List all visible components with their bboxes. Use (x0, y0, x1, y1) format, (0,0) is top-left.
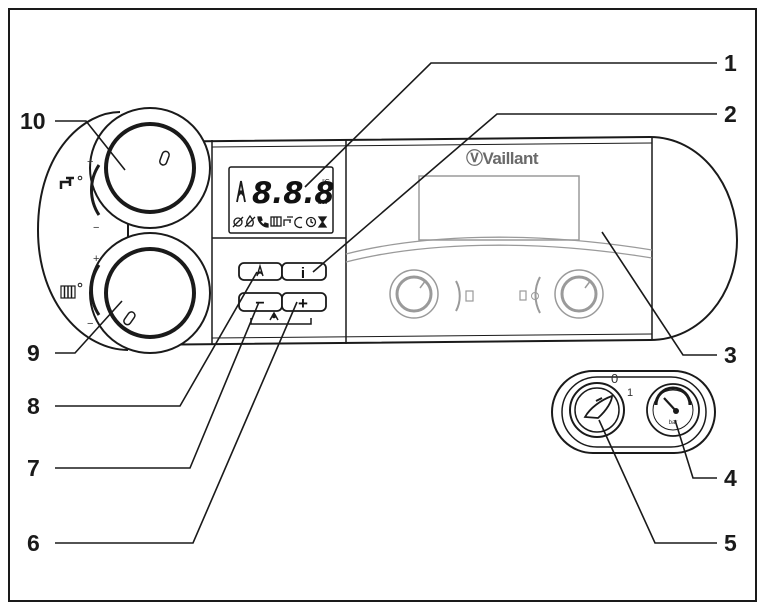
heating-minus-label: − (87, 318, 93, 330)
main-switch-on-label: 1 (627, 387, 633, 399)
chimney-sweep-icon (236, 180, 246, 203)
leader-6 (55, 301, 298, 544)
radiator-icon-small (270, 216, 282, 227)
display-unit-celsius: °C (322, 178, 330, 186)
controller-slot-cover: ⓋVaillant (345, 148, 653, 319)
display-unit-bar: bar (318, 199, 329, 206)
hot-water-plus-label: + (87, 156, 93, 168)
callout-7: 7 (27, 455, 40, 481)
room-icon (519, 290, 527, 301)
info-button[interactable]: i (281, 262, 327, 282)
leader-5 (598, 419, 717, 544)
leader-7 (55, 301, 260, 469)
display-digits: 8.8.8 (252, 176, 335, 210)
hot-water-minus-label: − (93, 222, 99, 234)
callout-3: 3 (724, 342, 737, 368)
plus-button[interactable]: + (281, 292, 327, 313)
main-switch-off-label: 0 (611, 371, 618, 386)
leader-2 (312, 113, 717, 273)
reset-button[interactable] (238, 262, 283, 281)
main-switch[interactable]: 0 1 (569, 371, 633, 438)
callout-8: 8 (27, 393, 40, 419)
leader-10 (55, 120, 126, 171)
hourglass-icon (317, 216, 328, 228)
info-button-label: i (301, 265, 305, 282)
leader-1 (304, 62, 717, 188)
timer-clock-icon (305, 216, 317, 228)
display: 8.8.8 °C bar (228, 166, 335, 234)
controller-dial-right (519, 269, 604, 319)
no-flame-icon (244, 214, 256, 228)
hot-water-tap-icon (59, 175, 83, 189)
leader-8 (55, 271, 258, 407)
heating-plus-label: + (93, 253, 99, 265)
callout-1: 1 (724, 50, 737, 76)
pressure-gauge-unit: bar (669, 420, 678, 426)
plus-button-label: + (298, 294, 308, 313)
phone-icon (257, 216, 269, 228)
document-icon (465, 290, 474, 302)
hot-water-temperature-knob[interactable] (89, 107, 211, 229)
callout-leaders (55, 62, 717, 544)
comfort-icon (294, 216, 303, 229)
callout-numbers: 1 2 3 4 5 6 7 8 9 10 (20, 50, 737, 556)
leader-3 (601, 231, 717, 356)
pressure-gauge: bar (646, 383, 700, 437)
chimney-sweep-icon (256, 263, 264, 277)
heating-temperature-knob[interactable] (89, 232, 211, 354)
brand-logo: ⓋVaillant (466, 148, 539, 168)
minus-button[interactable]: − (238, 292, 283, 312)
hot-water-range-arc: + − (87, 156, 101, 234)
minus-button-label: − (255, 295, 264, 312)
callout-10: 10 (20, 108, 46, 134)
no-heat-icon (232, 216, 244, 228)
figure-frame (8, 8, 757, 602)
tap-icon (283, 216, 293, 226)
controller-dial-left (389, 269, 474, 319)
callout-5: 5 (724, 530, 737, 556)
heating-range-arc: + − (87, 253, 101, 330)
display-status-icons (232, 214, 328, 229)
leader-4 (674, 419, 717, 479)
radiator-icon (60, 282, 83, 299)
callout-4: 4 (724, 465, 737, 491)
leader-9 (55, 300, 123, 354)
callout-6: 6 (27, 530, 40, 556)
callout-2: 2 (724, 101, 737, 127)
callout-9: 9 (27, 340, 40, 366)
